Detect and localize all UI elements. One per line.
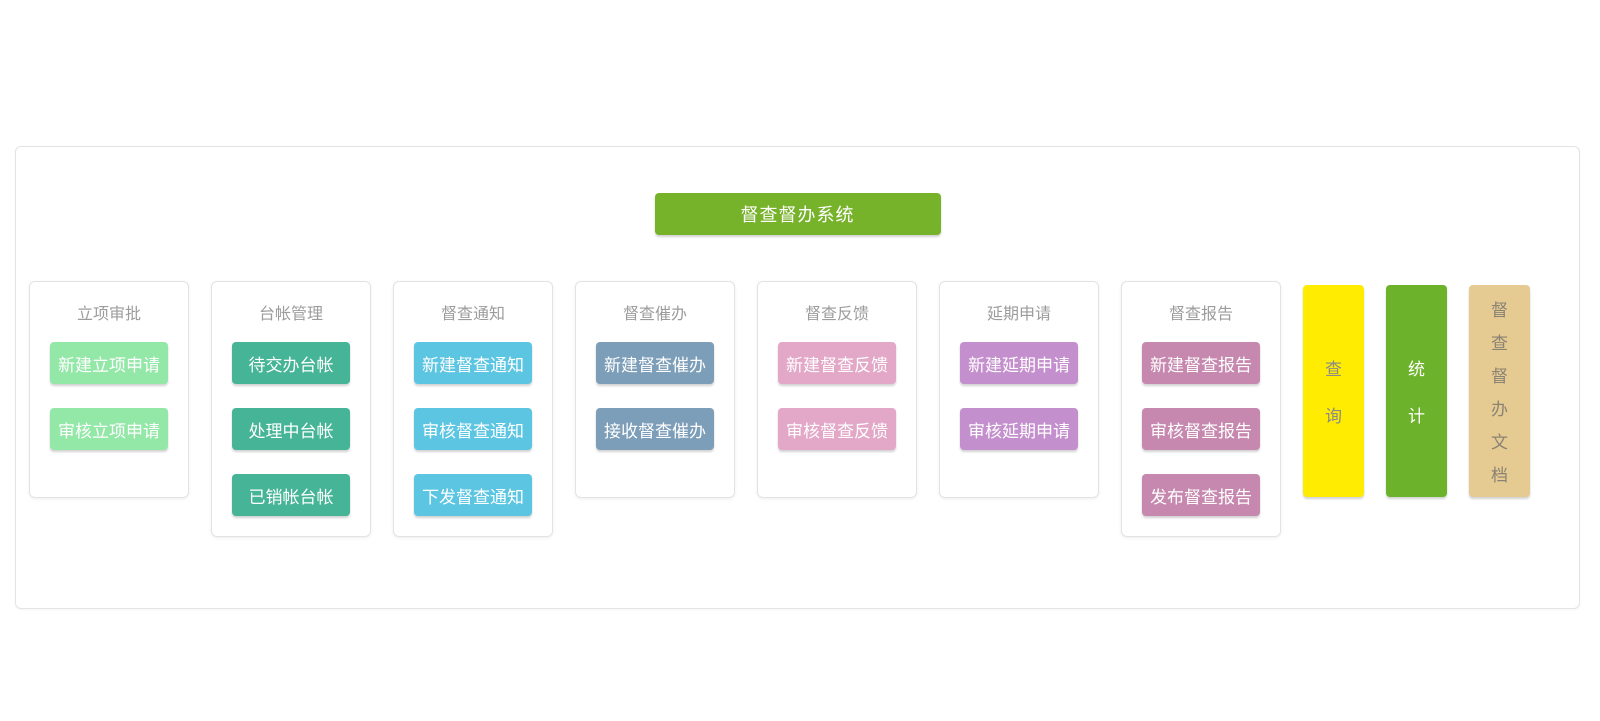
module-card-title-extension-request: 延期申请 [986,306,1051,323]
side-button-char: 统 [1408,360,1425,379]
module-card-buttons: 待交办台帐处理中台帐已销帐台帐 [212,342,370,536]
side-button-char: 办 [1491,400,1508,419]
extension-request-button-2[interactable]: 审核延期申请 [960,408,1078,450]
supervision-reminder-button-1[interactable]: 新建督查催办 [596,342,714,384]
side-button-char: 查 [1325,360,1342,379]
supervision-notice-button-3[interactable]: 下发督查通知 [414,474,532,516]
supervision-report-button-1[interactable]: 新建督查报告 [1142,342,1260,384]
supervision-reminder-button-2[interactable]: 接收督查催办 [596,408,714,450]
ledger-management-button-2[interactable]: 处理中台帐 [232,408,350,450]
side-button-char: 询 [1325,407,1342,426]
ledger-management-button-3[interactable]: 已销帐台帐 [232,474,350,516]
module-card-title-project-approval: 立项审批 [76,306,141,323]
supervision-notice-button-2[interactable]: 审核督查通知 [414,408,532,450]
module-card-title-ledger-management: 台帐管理 [258,306,323,323]
module-card-buttons: 新建督查反馈审核督查反馈 [758,342,916,470]
module-card-buttons: 新建督查报告审核督查报告发布督查报告 [1122,342,1280,536]
ledger-management-button-1[interactable]: 待交办台帐 [232,342,350,384]
module-card-buttons: 新建督查通知审核督查通知下发督查通知 [394,342,552,536]
side-button-statistics[interactable]: 统计 [1386,285,1447,497]
module-card-supervision-notice: 督查通知 新建督查通知审核督查通知下发督查通知 [393,281,553,537]
modules-row: 立项审批 新建立项申请审核立项申请 台帐管理 待交办台帐处理中台帐已销帐台帐 督… [29,281,1530,537]
module-card-ledger-management: 台帐管理 待交办台帐处理中台帐已销帐台帐 [211,281,371,537]
supervision-notice-button-1[interactable]: 新建督查通知 [414,342,532,384]
module-card-project-approval: 立项审批 新建立项申请审核立项申请 [29,281,189,498]
module-card-buttons: 新建立项申请审核立项申请 [30,342,188,470]
module-card-buttons: 新建延期申请审核延期申请 [940,342,1098,470]
module-card-buttons: 新建督查催办接收督查催办 [576,342,734,470]
side-button-char: 计 [1408,407,1425,426]
supervision-feedback-button-2[interactable]: 审核督查反馈 [778,408,896,450]
module-card-extension-request: 延期申请 新建延期申请审核延期申请 [939,281,1099,498]
module-card-supervision-report: 督查报告 新建督查报告审核督查报告发布督查报告 [1121,281,1281,537]
module-card-title-supervision-notice: 督查通知 [440,306,505,323]
supervision-feedback-button-1[interactable]: 新建督查反馈 [778,342,896,384]
side-button-char: 督 [1491,301,1508,320]
side-button-char: 查 [1491,334,1508,353]
module-card-title-supervision-reminder: 督查催办 [622,306,687,323]
project-approval-button-2[interactable]: 审核立项申请 [50,408,168,450]
side-button-supervision-documents[interactable]: 督查督办文档 [1469,285,1530,497]
side-button-char: 督 [1491,367,1508,386]
side-button-query[interactable]: 查询 [1303,285,1364,497]
module-card-supervision-feedback: 督查反馈 新建督查反馈审核督查反馈 [757,281,917,498]
system-title-button[interactable]: 督查督办系统 [654,193,941,235]
supervision-report-button-3[interactable]: 发布督查报告 [1142,474,1260,516]
extension-request-button-1[interactable]: 新建延期申请 [960,342,1078,384]
module-card-title-supervision-report: 督查报告 [1168,306,1233,323]
side-button-char: 档 [1491,466,1508,485]
project-approval-button-1[interactable]: 新建立项申请 [50,342,168,384]
main-panel: 督查督办系统 立项审批 新建立项申请审核立项申请 台帐管理 待交办台帐处理中台帐… [15,146,1580,609]
supervision-report-button-2[interactable]: 审核督查报告 [1142,408,1260,450]
side-button-char: 文 [1491,433,1508,452]
module-card-title-supervision-feedback: 督查反馈 [804,306,869,323]
module-card-supervision-reminder: 督查催办 新建督查催办接收督查催办 [575,281,735,498]
